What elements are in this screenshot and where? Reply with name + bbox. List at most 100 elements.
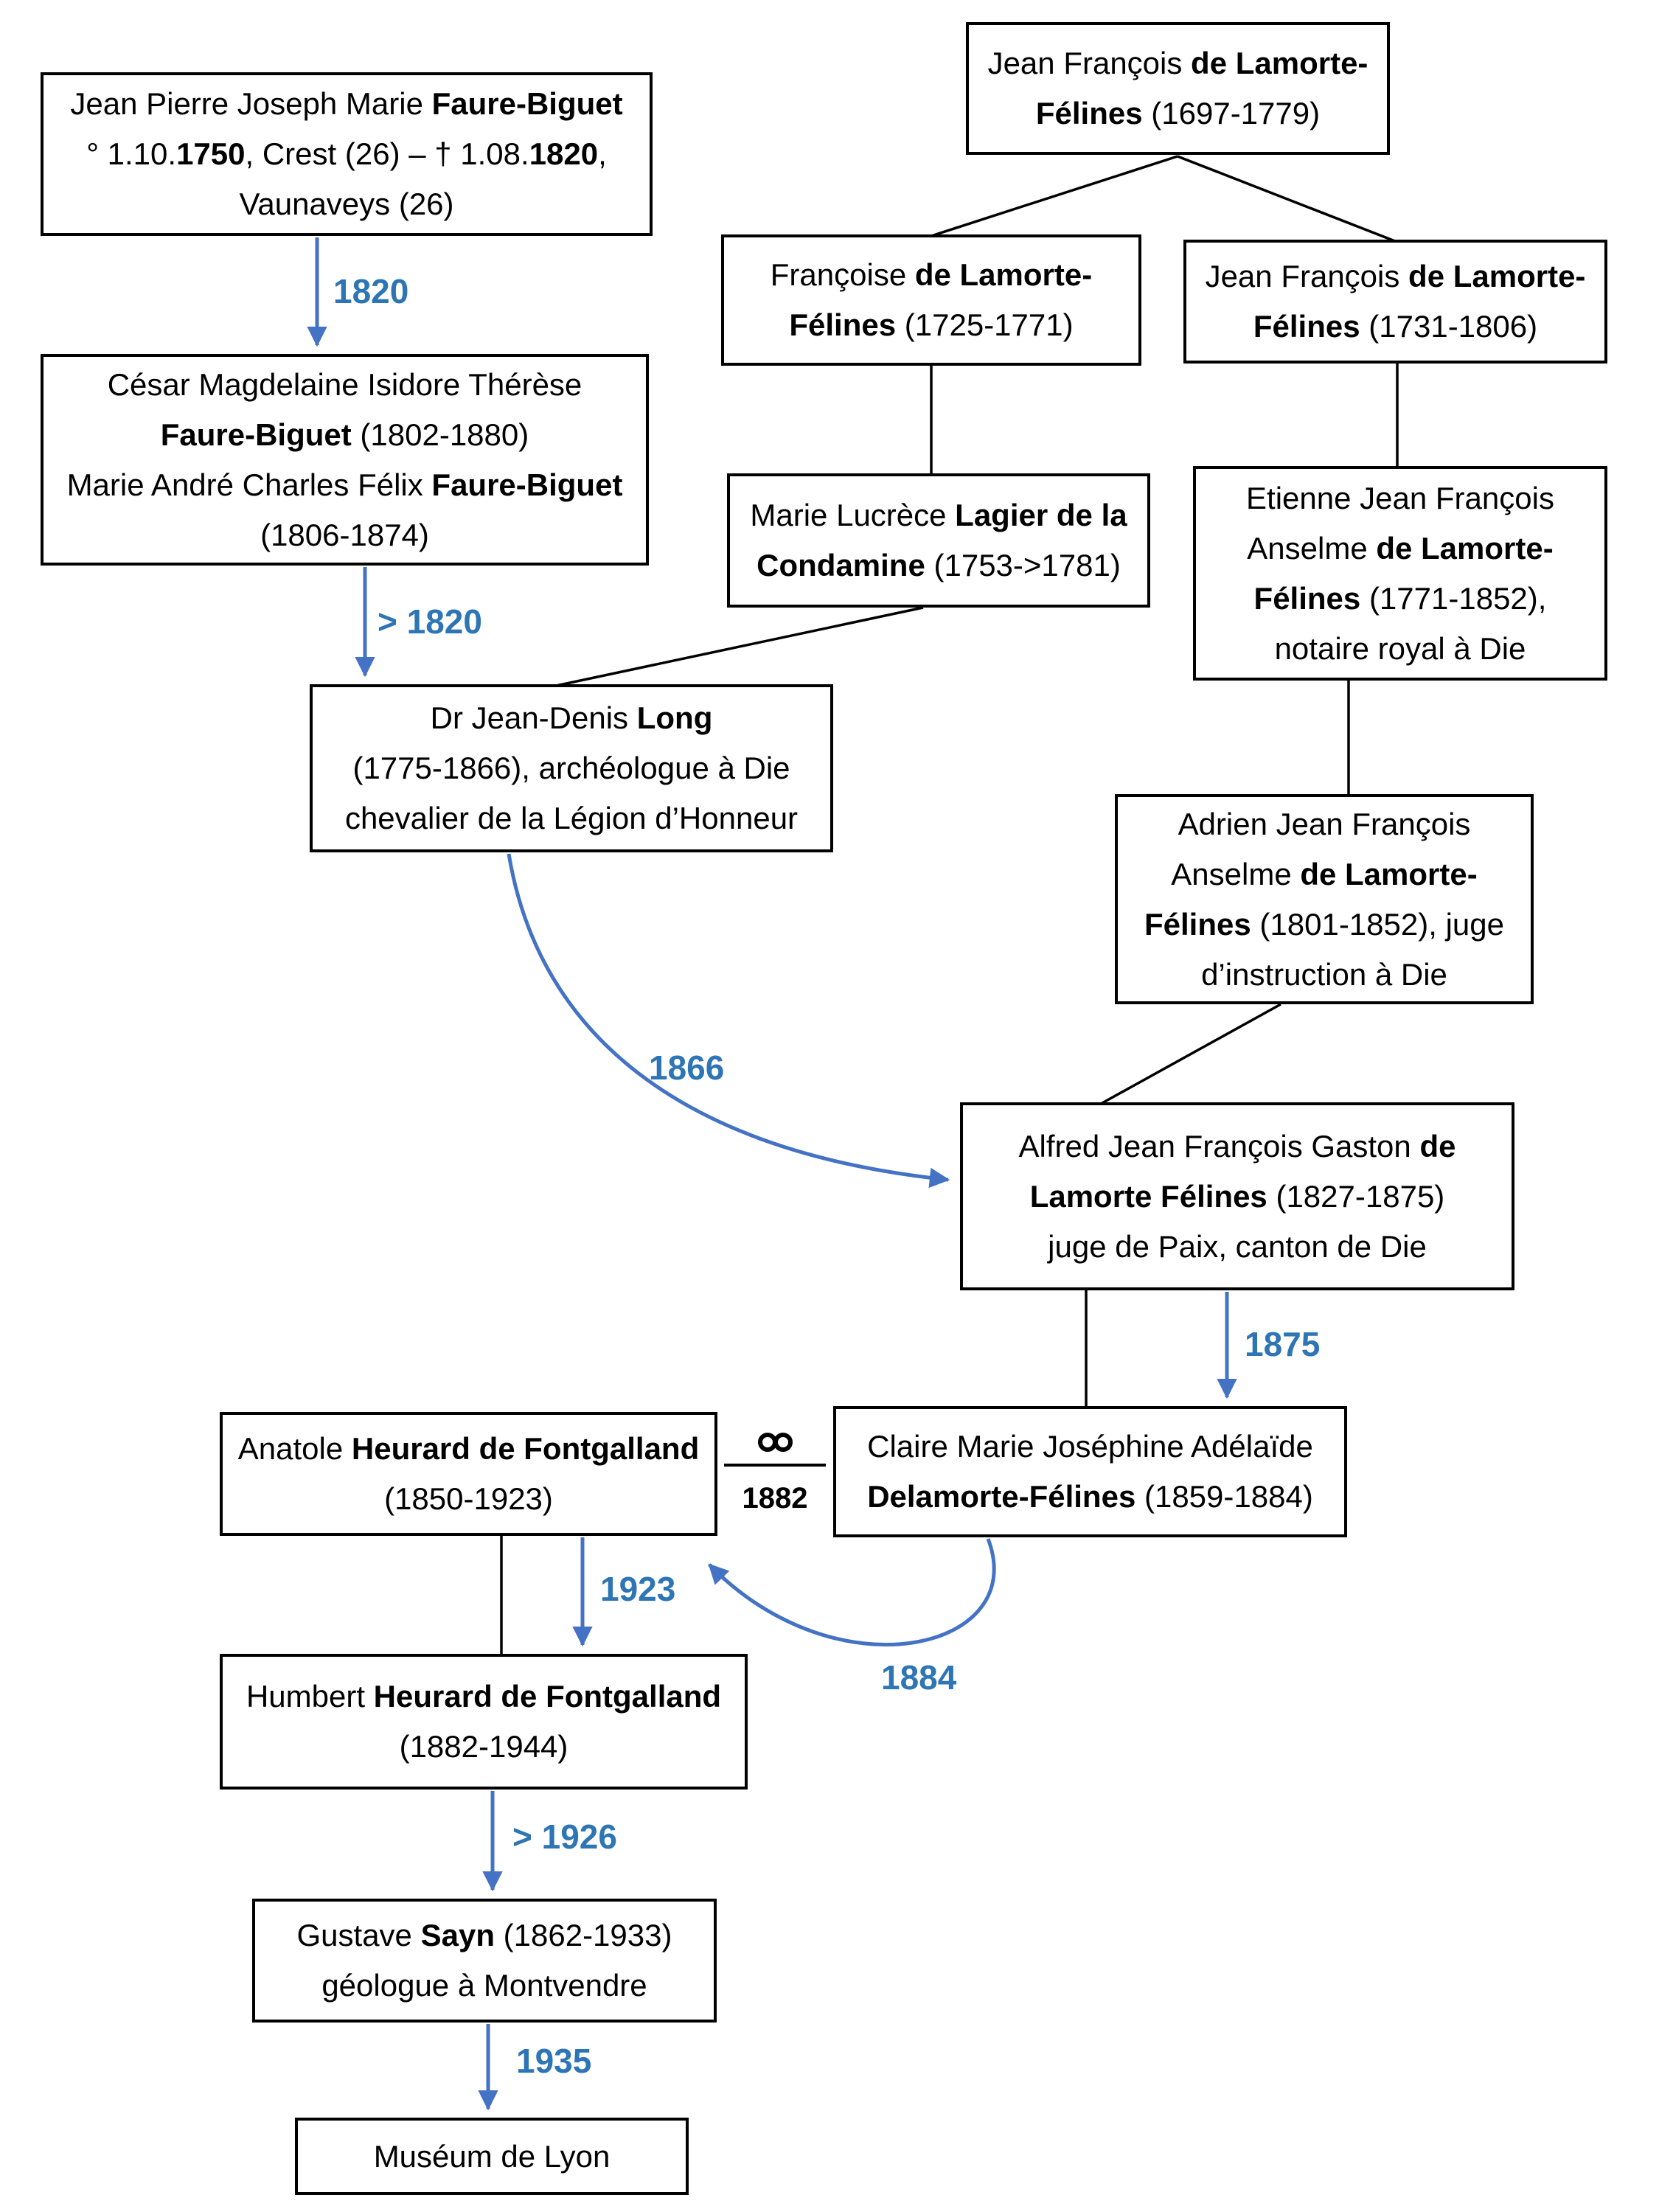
person-box-jean-denis-long: Dr Jean-Denis Long (1775-1866), archéolog… <box>310 684 833 852</box>
person-text-line: Marie André Charles Félix Faure-Biguet <box>67 460 623 510</box>
person-text-line: Félines (1697-1779) <box>1036 88 1320 139</box>
person-text-line: Lamorte Félines (1827-1875) <box>1030 1172 1445 1222</box>
year-label-transfer-1866: 1866 <box>649 1048 725 1087</box>
name-text: (1827-1875) <box>1267 1178 1445 1214</box>
person-text-line: géologue à Montvendre <box>321 1961 647 2011</box>
year-label-transfer-1820: 1820 <box>333 272 409 310</box>
surname-bold-text: Delamorte-Félines <box>867 1479 1136 1514</box>
person-box-humbert-heurard-de-fontgalland: Humbert Heurard de Fontgalland (1882-1944… <box>220 1654 748 1790</box>
name-text: Françoise <box>770 257 915 292</box>
year-label-transfer-1875: 1875 <box>1245 1325 1321 1363</box>
person-text-line: Anselme de Lamorte- <box>1247 524 1553 574</box>
person-box-jean-pierre-faure-biguet: Jean Pierre Joseph Marie Faure-Biguet° 1… <box>41 72 653 236</box>
person-text-line: Félines (1725-1771) <box>789 300 1073 350</box>
marriage-symbol-icon <box>724 1433 826 1467</box>
person-text-line: Jean Pierre Joseph Marie Faure-Biguet <box>70 79 622 129</box>
family-line-root-to-francoise <box>931 155 1178 237</box>
marriage-ring-icon <box>773 1433 793 1452</box>
person-text-line: Jean François de Lamorte- <box>988 38 1368 88</box>
person-text-line: Dr Jean-Denis Long <box>431 693 713 743</box>
person-text-line: notaire royal à Die <box>1275 624 1526 674</box>
person-text-line: ° 1.10.1750, Crest (26) – † 1.08.1820, <box>86 129 607 179</box>
name-text: Anselme <box>1171 856 1301 891</box>
name-text: Alfred Jean François Gaston <box>1018 1128 1420 1164</box>
name-text: Vaunaveys (26) <box>239 187 454 221</box>
surname-bold-text: Condamine <box>757 548 925 582</box>
name-text: César Magdelaine Isidore Thérèse <box>107 366 582 402</box>
name-text: d’instruction à Die <box>1201 956 1447 992</box>
person-text-line: Condamine (1753->1781) <box>757 540 1121 591</box>
surname-bold-text: Félines <box>1253 309 1360 344</box>
person-text-line: Françoise de Lamorte- <box>771 250 1092 300</box>
surname-bold-text: Faure-Biguet <box>160 417 352 452</box>
year-label-transfer-1935: 1935 <box>516 2042 592 2080</box>
surname-bold-text: Félines <box>1144 906 1251 942</box>
marriage-year: 1882 <box>742 1482 808 1514</box>
name-text: (1862-1933) <box>494 1918 672 1952</box>
name-text: Marie Lucrèce <box>750 498 956 532</box>
name-text: (1802-1880) <box>351 417 529 452</box>
surname-bold-text: Faure-Biguet <box>431 467 623 502</box>
name-text: (1801-1852), juge <box>1251 906 1504 942</box>
name-text: , Crest (26) – † 1.08. <box>245 136 529 171</box>
person-text-line: Félines (1771-1852), <box>1254 574 1547 624</box>
name-text: Jean François <box>1205 259 1409 293</box>
family-line-adrien-to-alfred <box>1100 1003 1281 1105</box>
name-text: , <box>598 136 607 171</box>
name-text: (1882-1944) <box>399 1729 568 1764</box>
person-text-line: Muséum de Lyon <box>374 2132 611 2182</box>
name-text: notaire royal à Die <box>1274 630 1526 666</box>
name-text: (1697-1779) <box>1142 96 1321 131</box>
name-text: Etienne Jean François <box>1246 480 1554 515</box>
name-text: (1850-1923) <box>384 1481 553 1516</box>
person-text-line: Etienne Jean François <box>1246 473 1554 524</box>
name-text: Claire Marie Joséphine Adélaïde <box>867 1429 1313 1464</box>
surname-bold-text: Heurard de Fontgalland <box>373 1679 722 1714</box>
family-line-marie-lucrece-to-long <box>555 606 924 687</box>
surname-bold-text: Faure-Biguet <box>431 86 623 121</box>
name-text: Muséum de Lyon <box>373 2138 611 2174</box>
person-box-museum-de-lyon: Muséum de Lyon <box>295 2118 689 2195</box>
person-text-line: Faure-Biguet (1802-1880) <box>161 410 529 460</box>
year-label-transfer-after-1820: > 1820 <box>378 602 482 641</box>
name-text: Dr Jean-Denis <box>430 700 637 735</box>
surname-bold-text: Félines <box>1035 96 1143 131</box>
name-text: (1806-1874) <box>260 517 429 552</box>
person-text-line: Claire Marie Joséphine Adélaïde <box>867 1422 1313 1472</box>
person-text-line: Félines (1801-1852), juge <box>1144 900 1504 950</box>
name-text: géologue à Montvendre <box>321 1968 647 2003</box>
name-text: Anatole <box>237 1431 352 1466</box>
person-box-jean-francois-lamorte-felines-1697: Jean François de Lamorte-Félines (1697-1… <box>966 22 1390 155</box>
person-box-anatole-heurard-de-fontgalland: Anatole Heurard de Fontgalland (1850-1923… <box>220 1412 717 1536</box>
surname-bold-text: Lamorte Félines <box>1029 1178 1267 1214</box>
surname-bold-text: de Lamorte- <box>914 257 1093 292</box>
surname-bold-text: Félines <box>789 307 897 342</box>
person-text-line: Anselme de Lamorte- <box>1171 849 1477 900</box>
person-box-marie-lucrece-lagier: Marie Lucrèce Lagier de la Condamine (175… <box>727 473 1150 608</box>
person-text-line: (1806-1874) <box>260 510 429 560</box>
name-text: Adrien Jean François <box>1178 806 1471 841</box>
person-text-line: Félines (1731-1806) <box>1253 302 1537 352</box>
name-text: Gustave <box>296 1918 421 1952</box>
person-text-line: Alfred Jean François Gaston de <box>1019 1121 1456 1172</box>
surname-bold-text: de Lamorte- <box>1376 530 1554 566</box>
person-text-line: (1882-1944) <box>400 1722 568 1772</box>
person-text-line: juge de Paix, canton de Die <box>1048 1222 1427 1272</box>
name-text: (1775-1866), archéologue à Die <box>352 751 790 785</box>
surname-bold-text: Félines <box>1253 580 1361 616</box>
surname-bold-text: Lagier de la <box>955 498 1127 532</box>
surname-bold-text: 1750 <box>176 136 246 171</box>
marriage-ring-icon <box>758 1433 777 1452</box>
name-text: chevalier de la Légion d’Honneur <box>344 801 799 835</box>
surname-bold-text: de <box>1419 1128 1456 1164</box>
name-text: Anselme <box>1247 530 1377 566</box>
person-text-line: chevalier de la Légion d’Honneur <box>345 793 798 844</box>
surname-bold-text: Heurard de Fontgalland <box>351 1431 700 1466</box>
person-text-line: Humbert Heurard de Fontgalland <box>246 1672 721 1722</box>
